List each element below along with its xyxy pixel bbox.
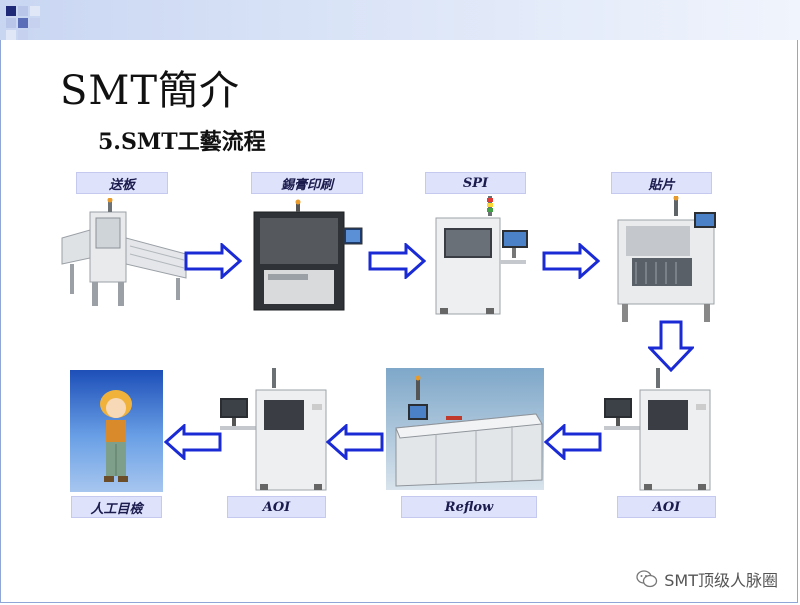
flow-arrow-right-3 bbox=[542, 243, 600, 279]
flow-arrow-left-2 bbox=[326, 424, 384, 460]
step-label-spi: SPI bbox=[425, 172, 526, 194]
step-label-placement: 貼片 bbox=[611, 172, 712, 194]
placement-machine-image bbox=[617, 196, 716, 322]
step-label-printer: 錫膏印刷 bbox=[251, 172, 363, 194]
square-decoration bbox=[18, 6, 28, 16]
flow-arrow-left-1 bbox=[544, 424, 602, 460]
flow-arrow-left-3 bbox=[164, 424, 222, 460]
flow-arrow-right-1 bbox=[184, 243, 242, 279]
square-decoration bbox=[18, 30, 28, 40]
slide-subtitle: 5.SMT工藝流程 bbox=[98, 129, 266, 155]
square-decoration bbox=[30, 18, 40, 28]
step-label-visual-inspection: 人工目檢 bbox=[71, 496, 162, 518]
square-decoration bbox=[6, 30, 16, 40]
flow-arrow-right-2 bbox=[368, 243, 426, 279]
printer-machine-image bbox=[250, 198, 365, 316]
reflow-oven-image bbox=[386, 368, 544, 490]
square-decoration bbox=[18, 18, 28, 28]
square-decoration bbox=[6, 18, 16, 28]
loader-machine-image bbox=[61, 198, 187, 306]
aoi-machine-image-1 bbox=[604, 368, 711, 491]
step-label-aoi-1: AOI bbox=[617, 496, 716, 518]
slide-title: SMT簡介 bbox=[60, 68, 241, 114]
inspector-character-image bbox=[70, 370, 163, 492]
square-decoration bbox=[30, 6, 40, 16]
aoi-machine-image-2 bbox=[220, 368, 327, 491]
spi-machine-image bbox=[435, 196, 528, 315]
square-decoration bbox=[6, 6, 16, 16]
watermark: SMT顶级人脉圈 bbox=[636, 567, 778, 591]
step-label-loader: 送板 bbox=[76, 172, 168, 194]
flow-arrow-down bbox=[648, 320, 694, 372]
watermark-text: SMT顶级人脉圈 bbox=[664, 571, 778, 590]
wechat-icon bbox=[636, 570, 658, 588]
step-label-aoi-2: AOI bbox=[227, 496, 326, 518]
header-bar bbox=[0, 0, 800, 40]
step-label-reflow: Reflow bbox=[401, 496, 537, 518]
